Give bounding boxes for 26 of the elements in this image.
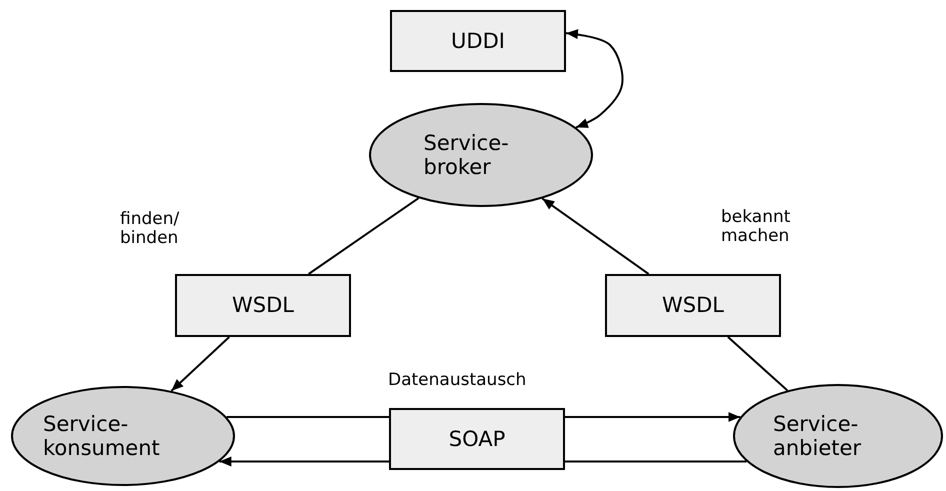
process-box <box>390 10 566 72</box>
node-label: Service- broker <box>424 130 510 180</box>
ellipse-node <box>369 103 593 207</box>
process-box <box>605 274 781 337</box>
node-label: Service- anbieter <box>773 412 862 460</box>
arrow <box>170 336 230 392</box>
process-box <box>175 274 351 337</box>
annotation-text: bekannt machen <box>721 208 792 246</box>
node-label: UDDI <box>451 28 505 54</box>
node-label: SOAP <box>448 426 506 452</box>
arrow <box>219 456 389 466</box>
connector-line <box>727 336 788 392</box>
ellipse-node <box>11 386 235 486</box>
connector-line <box>565 460 746 462</box>
annotation-text: Datenaustausch <box>388 371 526 390</box>
arrow <box>542 198 650 275</box>
ellipse-node <box>733 384 943 488</box>
node-label: Service- konsument <box>43 412 161 460</box>
node-label: WSDL <box>232 293 294 318</box>
process-box <box>389 408 565 470</box>
node-label: WSDL <box>662 293 724 318</box>
arrow <box>566 29 624 128</box>
arrow <box>565 412 740 422</box>
connector-line <box>308 197 420 275</box>
connector-line <box>226 416 389 418</box>
annotation-text: finden/ binden <box>120 210 180 248</box>
